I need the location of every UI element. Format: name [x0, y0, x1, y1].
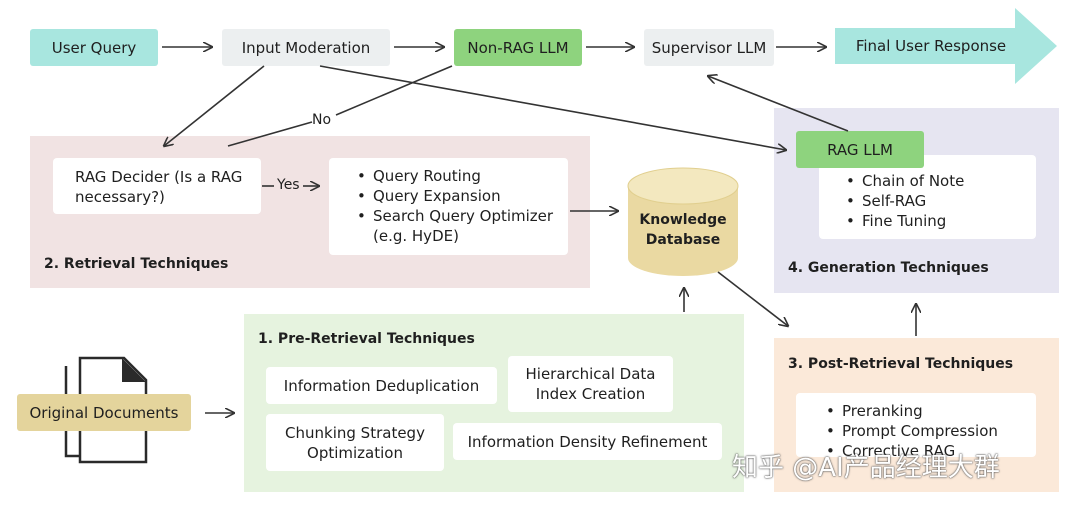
knowledge-database-label: Knowledge Database [626, 208, 740, 252]
final-response-label: Final User Response [855, 37, 1007, 55]
retrieval-title: 2. Retrieval Techniques [44, 256, 229, 272]
input-moderation-node: Input Moderation [222, 29, 390, 66]
chunking-card: Chunking Strategy Optimization [266, 414, 444, 471]
rag-decider-line1: RAG Decider (Is a RAG [75, 168, 243, 186]
hierarchical-line2: Index Creation [535, 385, 646, 403]
query-technique-extra: (e.g. HyDE) [373, 227, 459, 245]
post-retrieval-item: Preranking [826, 401, 1036, 421]
generation-item: Chain of Note [846, 171, 1036, 191]
rag-decider-line2: necessary?) [75, 188, 165, 206]
hierarchical-line1: Hierarchical Data [525, 365, 656, 383]
generation-card: Chain of Note Self-RAG Fine Tuning [819, 155, 1036, 239]
original-documents-node: Original Documents [17, 394, 191, 431]
user-query-node: User Query [30, 29, 158, 66]
final-response-arrow [835, 8, 1057, 84]
rag-llm-node: RAG LLM [796, 131, 924, 168]
generation-item: Self-RAG [846, 191, 1036, 211]
query-techniques-card: Query Routing Query Expansion Search Que… [329, 158, 568, 255]
query-technique-item: Query Routing [357, 166, 568, 186]
post-retrieval-item: Prompt Compression [826, 421, 1036, 441]
pre-retrieval-title: 1. Pre-Retrieval Techniques [258, 331, 475, 347]
post-retrieval-title: 3. Post-Retrieval Techniques [788, 356, 1014, 372]
knowledge-database-line2: Database [645, 232, 721, 248]
chunking-line2: Optimization [307, 443, 403, 462]
non-rag-llm-node: Non-RAG LLM [454, 29, 582, 66]
generation-item: Fine Tuning [846, 211, 1036, 231]
query-technique-item: Search Query Optimizer [357, 206, 568, 226]
post-retrieval-card: Preranking Prompt Compression Corrective… [796, 393, 1036, 457]
chunking-line1: Chunking Strategy [285, 423, 425, 442]
database-icon [627, 167, 739, 276]
hierarchical-card: Hierarchical Data Index Creation [508, 356, 673, 412]
dedup-card: Information Deduplication [266, 367, 497, 404]
rag-decider-card: RAG Decider (Is a RAG necessary?) [53, 158, 261, 214]
watermark: 知乎 @AI产品经理大群 [732, 453, 1000, 483]
yes-label: Yes [277, 177, 300, 193]
query-technique-item: Query Expansion [357, 186, 568, 206]
post-retrieval-item: Corrective RAG [826, 441, 1036, 457]
knowledge-database-line1: Knowledge [639, 212, 727, 228]
density-card: Information Density Refinement [453, 423, 722, 460]
no-label: No [312, 112, 332, 128]
generation-title: 4. Generation Techniques [788, 260, 989, 276]
supervisor-llm-node: Supervisor LLM [644, 29, 774, 66]
